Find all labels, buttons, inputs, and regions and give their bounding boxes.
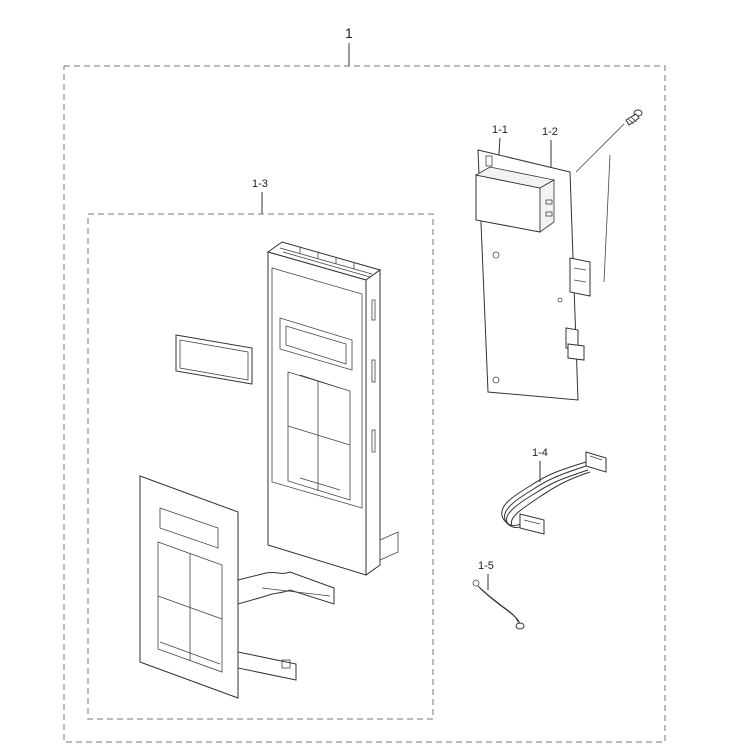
wire-harness: 1-4 xyxy=(501,447,607,535)
pcb-board: 1-1 1-2 xyxy=(474,123,625,401)
label-1-4: 1-4 xyxy=(532,447,548,459)
label-1-5: 1-5 xyxy=(478,560,494,572)
assembly-group-1: 1 xyxy=(63,25,666,743)
control-panel-frame xyxy=(266,241,399,576)
label-1-2: 1-2 xyxy=(542,126,558,138)
lead-wire: 1-5 xyxy=(472,560,525,630)
sub-assembly-boundary xyxy=(87,213,434,720)
label-1: 1 xyxy=(345,25,353,41)
assembly-boundary xyxy=(63,65,666,743)
label-1-1: 1-1 xyxy=(492,124,508,136)
screw xyxy=(625,109,643,126)
display-window xyxy=(175,334,253,385)
sub-assembly-1-3: 1-3 xyxy=(87,178,434,720)
membrane-keypad xyxy=(139,475,335,699)
label-1-3: 1-3 xyxy=(252,178,268,190)
